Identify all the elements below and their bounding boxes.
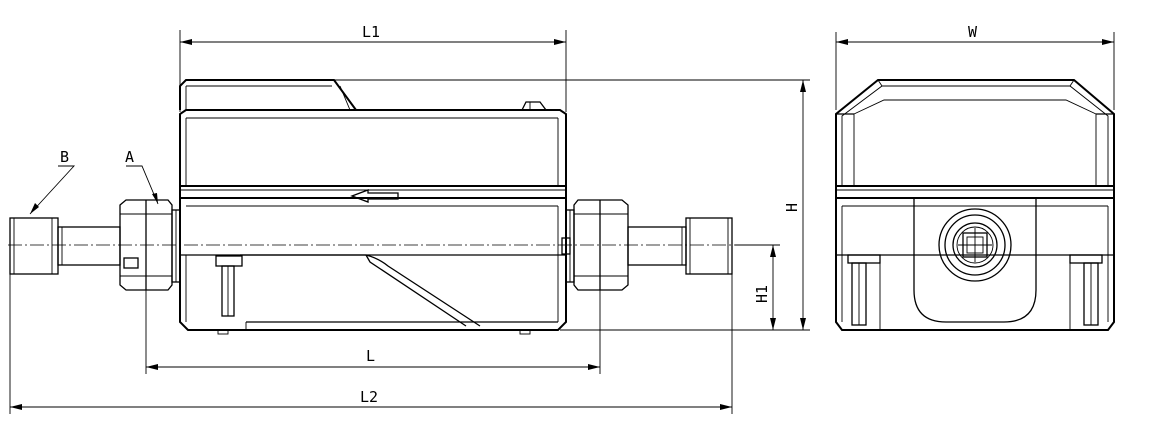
dimension-h1: H1 <box>735 244 780 330</box>
end-view: W <box>835 23 1115 331</box>
dimension-l1: L1 <box>179 23 567 112</box>
right-union-nut <box>565 199 629 291</box>
label-w: W <box>968 23 978 41</box>
label-l1: L1 <box>362 23 380 41</box>
dimension-h: H <box>186 79 810 331</box>
label-l2: L2 <box>360 388 378 406</box>
end-lower-housing <box>835 197 1115 331</box>
end-pipe-port <box>938 208 1012 282</box>
dimension-w: W <box>835 23 1115 110</box>
label-h: H <box>783 203 801 212</box>
meter-lower-housing <box>179 197 571 335</box>
label-b: B <box>60 148 69 166</box>
leader-a: A <box>125 148 159 205</box>
right-pipe-tail <box>627 217 733 275</box>
label-a: A <box>125 148 134 166</box>
label-h1: H1 <box>753 285 771 303</box>
meter-upper-cover <box>179 79 567 186</box>
dimension-l: L <box>145 290 601 374</box>
leader-b: B <box>29 148 76 215</box>
meter-middle-band <box>179 185 567 203</box>
end-middle-band <box>835 185 1115 199</box>
end-upper-cover <box>835 79 1115 186</box>
label-l: L <box>366 347 375 365</box>
left-pipe-tail <box>9 217 121 275</box>
dimension-l2: L2 <box>9 274 733 414</box>
side-view: A B L1 L <box>8 23 810 414</box>
